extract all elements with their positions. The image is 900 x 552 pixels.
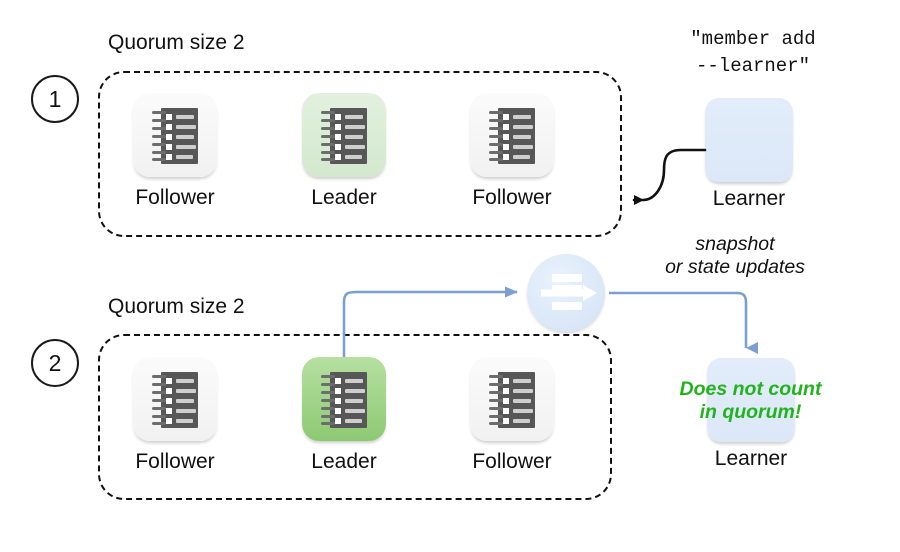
server-notepad-icon (302, 357, 386, 441)
document-transfer-icon (527, 254, 605, 332)
node-label: Follower (135, 450, 215, 473)
node-label: Follower (135, 186, 215, 209)
node-label: Follower (472, 450, 552, 473)
node-label: Leader (311, 450, 377, 473)
snapshot-annotation-line2: or state updates (665, 256, 805, 278)
server-notepad-icon (133, 93, 217, 177)
document-transfer-glyph (541, 274, 597, 310)
node-follower-2b[interactable]: Follower (470, 357, 554, 474)
node-leader-2[interactable]: Leader (302, 357, 386, 474)
quorum-note-line2: in quorum! (699, 401, 802, 423)
learner-label: Learner (712, 187, 786, 210)
quorum-caption-1: Quorum size 2 (108, 31, 245, 54)
node-follower-2a[interactable]: Follower (133, 357, 217, 474)
learner-label: Learner (714, 447, 788, 470)
learner-tile-icon (705, 98, 793, 182)
quorum-boundary-1 (98, 71, 622, 237)
snapshot-annotation-line1: snapshot (695, 233, 775, 255)
node-follower-1a[interactable]: Follower (133, 93, 217, 210)
node-label: Leader (311, 186, 377, 209)
node-label: Follower (472, 186, 552, 209)
server-notepad-icon (470, 93, 554, 177)
step-number-1: 1 (31, 75, 79, 123)
learner-tile-icon (707, 358, 795, 442)
quorum-caption-2: Quorum size 2 (108, 295, 245, 318)
server-notepad-icon (302, 93, 386, 177)
curved-arrow-icon (632, 148, 707, 205)
node-leader-1[interactable]: Leader (302, 93, 386, 210)
step-number-2: 2 (31, 339, 79, 387)
server-notepad-icon (470, 357, 554, 441)
quorum-note-line1: Does not count (679, 378, 822, 400)
member-add-command-line2: --learner" (695, 55, 811, 77)
member-add-command-line1: "member add (690, 28, 816, 50)
arrow-down-icon (609, 291, 758, 354)
node-follower-1b[interactable]: Follower (470, 93, 554, 210)
learner-node-2[interactable]: Learner (707, 358, 795, 471)
server-notepad-icon (133, 357, 217, 441)
learner-node-1[interactable]: Learner (705, 98, 793, 211)
